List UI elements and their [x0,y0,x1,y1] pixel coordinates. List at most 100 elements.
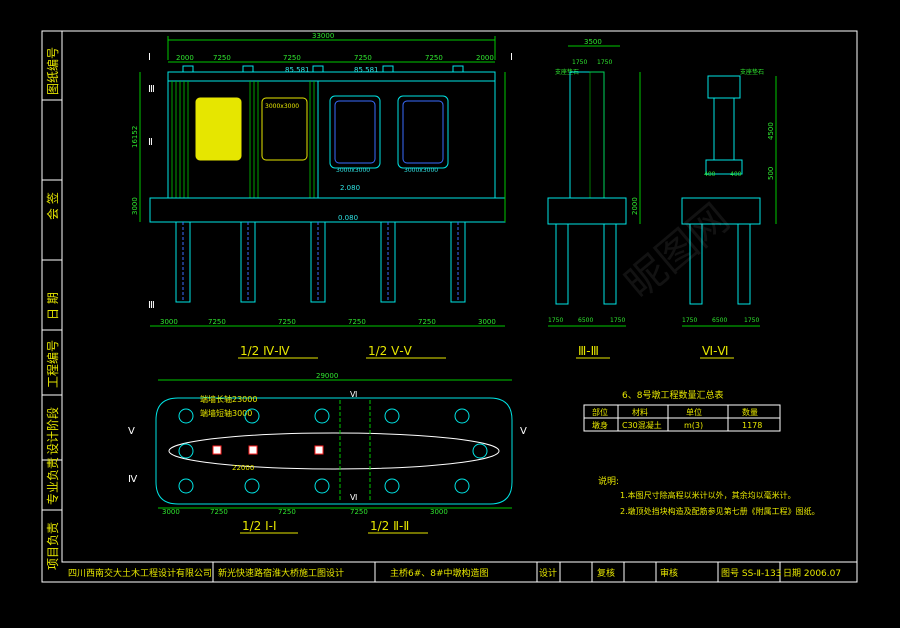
s6-support-label: 支座垫石 [740,68,764,76]
qty-r4: 1178 [742,421,762,430]
side-label-2: 专业负责 [45,457,60,505]
box-label-1: 3000x3000 [199,103,233,110]
s6-side-2: 500 [767,167,775,180]
plan-mark-V-r: Ⅴ [520,426,527,437]
design-label: 设计 [539,567,557,579]
mark-I-right: Ⅰ [510,52,513,63]
note-1: 1.本图尺寸除高程以米计以外，其余均以毫米计。 [620,490,796,500]
side-label-6: 会 签 [45,192,60,220]
dim-bot-4: 7250 [348,318,366,326]
section-VI: 支座垫石 400 400 4500 500 1750 6500 1750 Ⅵ-Ⅵ [681,68,777,359]
dim-top-5: 7250 [425,54,443,62]
side-label-4: 工程编号 [45,340,60,388]
side-label-7: 图纸编号 [45,47,60,95]
dim-top-1: 2000 [176,54,194,62]
notes-heading: 说明: [598,475,619,487]
view-label-plan-right: 1/2 Ⅱ-Ⅱ [370,519,409,533]
section-III: 3500 1750 1750 支座垫石 2000 1750 6500 1750 … [547,38,641,359]
s6-bot-3: 1750 [744,317,759,324]
dim-bot-3: 7250 [278,318,296,326]
qty-h2: 材料 [632,407,648,417]
dim-cap-height: 3000 [131,197,139,215]
view-label-elev-right: 1/2 Ⅴ-Ⅴ [368,344,413,358]
plan-mark-VI-b: Ⅵ [350,493,357,502]
box-label-4: 3000x3000 [404,167,438,174]
plan-small-dim: 22000 [232,464,254,472]
s3-support-label: 支座垫石 [555,68,579,76]
piles-elevation [175,221,466,303]
plan-seg-1: 3000 [162,508,180,516]
qty-r3: m(3) [684,421,703,430]
s3-top2-b: 1750 [597,59,612,66]
dim-top-4: 7250 [354,54,372,62]
qty-h1: 部位 [592,407,608,417]
plan-mark-V: Ⅴ [128,426,135,437]
s6-lbl-2: 400 [730,171,742,178]
dim-bot-1: 3000 [160,318,178,326]
drawing-date: 日期 2006.07 [783,568,841,579]
side-strip: 项目负责 专业负责 设计阶段 工程编号 日 期 会 签 图纸编号 [42,47,62,570]
approve-label: 审核 [660,567,678,579]
plan-seg-4: 7250 [350,508,368,516]
review-label: 复核 [597,567,615,579]
box-label-2: 3000x3000 [265,103,299,110]
side-label-5: 日 期 [46,292,60,320]
s3-top2-a: 1750 [572,59,587,66]
dim-bot-5: 7250 [418,318,436,326]
view-label-s3: Ⅲ-Ⅲ [578,344,599,358]
quantity-table: 6、8号墩工程数量汇总表 部位 材料 单位 数量 墩身 C30混凝土 m(3) … [583,389,781,432]
elevation-view: 33000 2000 7250 7250 7250 7250 2000 85.5… [131,32,513,359]
company-name: 四川西南交大土木工程设计有限公司 [68,567,212,579]
dim-top-2: 7250 [213,54,231,62]
plan-seg-5: 3000 [430,508,448,516]
dim-top-6: 2000 [476,54,494,62]
view-label-s6: Ⅵ-Ⅵ [702,344,728,358]
plan-seg-2: 7250 [210,508,228,516]
s6-bot-2: 6500 [712,317,727,324]
s6-bot-1: 1750 [682,317,697,324]
side-label-3: 设计阶段 [45,407,60,455]
s6-side-1: 4500 [767,122,775,140]
s3-side-dim: 2000 [631,197,639,215]
piles-plan [178,408,488,494]
note-2: 2.墩顶处挡块构造及配筋参见第七册《附属工程》图纸。 [620,506,820,516]
notes: 说明: 1.本图尺寸除高程以米计以外，其余均以毫米计。 2.墩顶处挡块构造及配筋… [598,475,820,516]
qty-r2: C30混凝土 [622,420,662,430]
s3-bot-2: 6500 [578,317,593,324]
plan-wall-1: 端墙长轴23000 [200,394,257,404]
qty-h3: 单位 [686,407,702,417]
side-label-1: 项目负责 [46,522,60,570]
plan-view: 29000 端墙长轴23000 端墙短轴3000 22000 Ⅴ Ⅳ Ⅴ Ⅵ Ⅵ… [128,372,527,534]
elev-level-4: 0.080 [338,214,358,222]
dim-side-height: 16152 [131,126,139,148]
plan-mark-IV: Ⅳ [128,474,138,485]
mark-I-top: Ⅰ [148,52,151,63]
qty-table-title: 6、8号墩工程数量汇总表 [622,389,723,401]
s6-lbl-1: 400 [704,171,716,178]
mark-II: Ⅱ [148,137,153,148]
mark-III-bot: Ⅲ [148,300,155,311]
plan-mark-VI-t: Ⅵ [350,390,357,399]
box-label-3: 3000x3000 [336,167,370,174]
dim-total-top: 33000 [312,32,334,40]
plan-seg-3: 7250 [278,508,296,516]
elev-level-3: 2.080 [340,184,360,192]
view-label-elev-left: 1/2 Ⅳ-Ⅳ [240,344,290,358]
title-block: 四川西南交大土木工程设计有限公司 新光快速路宿淮大桥施工图设计 主桥6#、8#中… [62,561,857,583]
mark-III-top: Ⅲ [148,84,155,95]
elev-level-2: 85.581 [354,66,379,74]
dim-bot-2: 7250 [208,318,226,326]
view-label-plan-left: 1/2 Ⅰ-Ⅰ [242,519,277,533]
drawing-title: 主桥6#、8#中墩构造图 [390,567,489,579]
s3-bot-3: 1750 [610,317,625,324]
plan-total-dim: 29000 [316,372,338,380]
qty-h4: 数量 [742,407,758,417]
drawing-number: 图号 SS-Ⅱ-133 [721,568,781,579]
qty-r1: 墩身 [592,420,608,430]
s3-bot-1: 1750 [548,317,563,324]
plan-wall-2: 端墙短轴3000 [200,408,252,418]
s3-top-dim: 3500 [584,38,602,46]
elev-level-1: 85.581 [285,66,310,74]
dim-bot-6: 3000 [478,318,496,326]
